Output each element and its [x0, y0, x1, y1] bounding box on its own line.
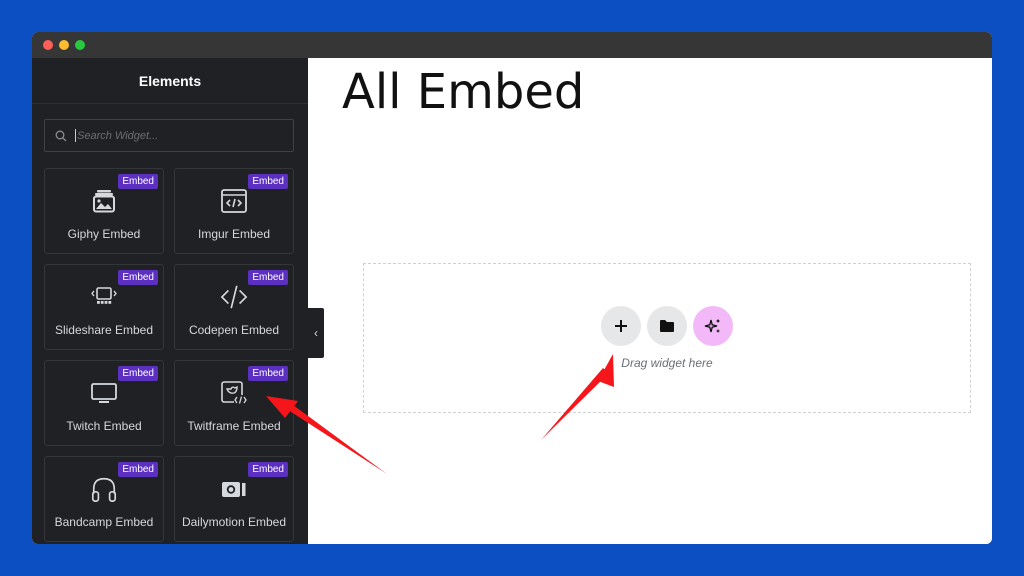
- video-camera-icon: [220, 475, 248, 503]
- embed-badge: Embed: [118, 462, 158, 477]
- text-cursor: [75, 129, 76, 142]
- search-widget-box[interactable]: [44, 119, 294, 152]
- widget-drop-zone[interactable]: Drag widget here: [363, 263, 971, 413]
- minimize-window-button[interactable]: [59, 40, 69, 50]
- embed-badge: Embed: [248, 270, 288, 285]
- widget-label: Twitframe Embed: [187, 419, 281, 433]
- image-stack-icon: [90, 187, 118, 215]
- ai-assistant-button[interactable]: [693, 306, 733, 346]
- browser-code-icon: [220, 187, 248, 215]
- template-library-button[interactable]: [647, 306, 687, 346]
- add-section-button[interactable]: [601, 306, 641, 346]
- chevron-left-icon: ‹: [314, 326, 318, 340]
- page-title: All Embed: [342, 64, 585, 120]
- embed-badge: Embed: [118, 270, 158, 285]
- embed-badge: Embed: [248, 462, 288, 477]
- widget-imgur-embed[interactable]: Embed Imgur Embed: [174, 168, 294, 254]
- twitter-code-icon: [220, 379, 248, 407]
- search-icon: [55, 130, 67, 141]
- widget-twitch-embed[interactable]: Embed Twitch Embed: [44, 360, 164, 446]
- embed-badge: Embed: [118, 174, 158, 189]
- code-icon: [220, 283, 248, 311]
- widget-dailymotion-embed[interactable]: Embed Dailymotion Embed: [174, 456, 294, 542]
- embed-badge: Embed: [248, 366, 288, 381]
- widget-label: Slideshare Embed: [54, 323, 154, 337]
- widget-codepen-embed[interactable]: Embed Codepen Embed: [174, 264, 294, 350]
- widget-label: Imgur Embed: [197, 227, 271, 241]
- collapse-panel-button[interactable]: ‹: [308, 308, 324, 358]
- widget-label: Codepen Embed: [188, 323, 280, 337]
- app-window: Elements Embed Giphy Embed Embed Imgur: [32, 32, 992, 544]
- widget-grid: Embed Giphy Embed Embed Imgur Embed Embe…: [44, 168, 294, 542]
- dropzone-actions: [601, 306, 733, 346]
- panel-title: Elements: [32, 58, 308, 104]
- widget-twitframe-embed[interactable]: Embed Twitframe Embed: [174, 360, 294, 446]
- slides-icon: [90, 283, 118, 311]
- maximize-window-button[interactable]: [75, 40, 85, 50]
- monitor-icon: [90, 379, 118, 407]
- embed-badge: Embed: [248, 174, 288, 189]
- widget-giphy-embed[interactable]: Embed Giphy Embed: [44, 168, 164, 254]
- widget-label: Bandcamp Embed: [54, 515, 154, 529]
- widget-slideshare-embed[interactable]: Embed Slideshare Embed: [44, 264, 164, 350]
- widget-label: Dailymotion Embed: [181, 515, 287, 529]
- close-window-button[interactable]: [43, 40, 53, 50]
- editor-canvas: All Embed Drag widget here: [308, 58, 992, 544]
- widget-label: Twitch Embed: [66, 419, 142, 433]
- plus-icon: [615, 320, 627, 332]
- widget-label: Giphy Embed: [67, 227, 141, 241]
- embed-badge: Embed: [118, 366, 158, 381]
- sparkle-icon: [704, 319, 720, 333]
- title-bar: [32, 32, 992, 58]
- drag-widget-hint: Drag widget here: [621, 356, 713, 370]
- elements-panel: Elements Embed Giphy Embed Embed Imgur: [32, 58, 308, 544]
- folder-icon: [660, 320, 674, 332]
- search-widget-input[interactable]: [77, 129, 277, 142]
- headphones-icon: [90, 475, 118, 503]
- widget-bandcamp-embed[interactable]: Embed Bandcamp Embed: [44, 456, 164, 542]
